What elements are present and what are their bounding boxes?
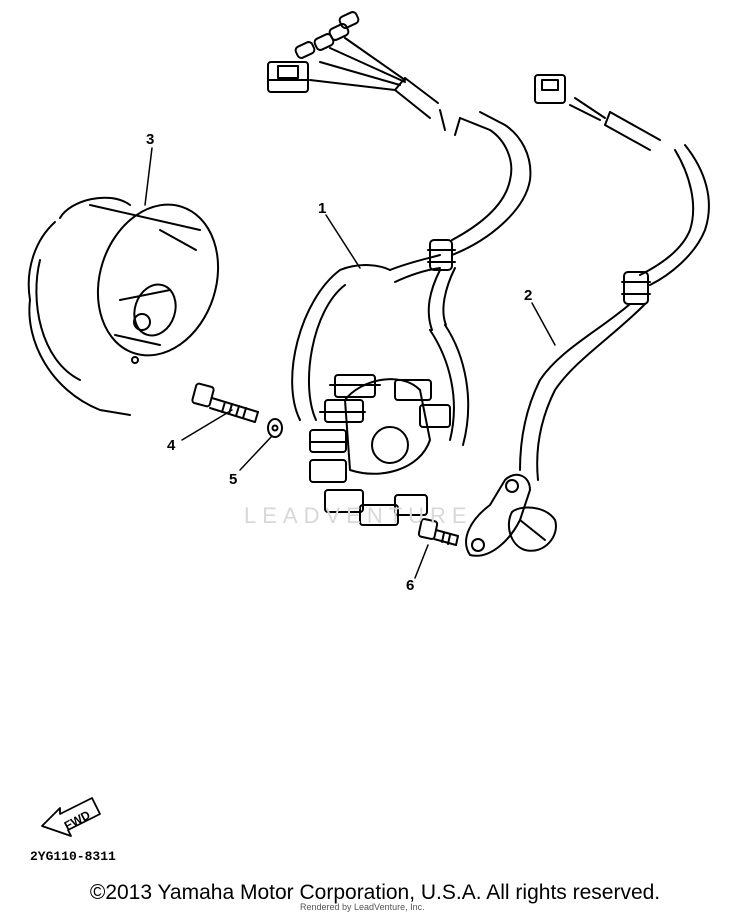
stator-harness xyxy=(309,37,532,256)
callout-6: 6 xyxy=(406,577,415,594)
callout-1: 1 xyxy=(318,200,327,217)
rendered-by-note: Rendered by LeadVenture, Inc. xyxy=(300,902,425,912)
fwd-arrow-icon xyxy=(41,797,101,837)
washer-5 xyxy=(267,418,283,438)
leader-lines xyxy=(144,147,556,579)
callout-2: 2 xyxy=(524,287,533,304)
drawing-code: 2YG110-8311 xyxy=(30,849,116,864)
pickup-coil-lead xyxy=(519,97,710,481)
stator-assembly xyxy=(309,374,451,526)
stator-grommet xyxy=(427,239,456,271)
pickup-coil-bracket xyxy=(465,473,557,557)
callout-4: 4 xyxy=(167,437,176,454)
callout-5: 5 xyxy=(229,471,238,488)
bullet-connectors xyxy=(294,11,360,59)
screw-6 xyxy=(417,518,459,546)
stator-wire-loop xyxy=(291,254,470,446)
callout-3: 3 xyxy=(146,131,155,148)
copyright-notice: ©2013 Yamaha Motor Corporation, U.S.A. A… xyxy=(89,881,661,904)
pickup-connector-block xyxy=(534,74,566,104)
bolt-4 xyxy=(191,382,259,423)
rotor-flywheel xyxy=(27,196,220,416)
stator-connector-block xyxy=(267,61,309,93)
watermark: LEADVENTURE xyxy=(244,503,473,528)
